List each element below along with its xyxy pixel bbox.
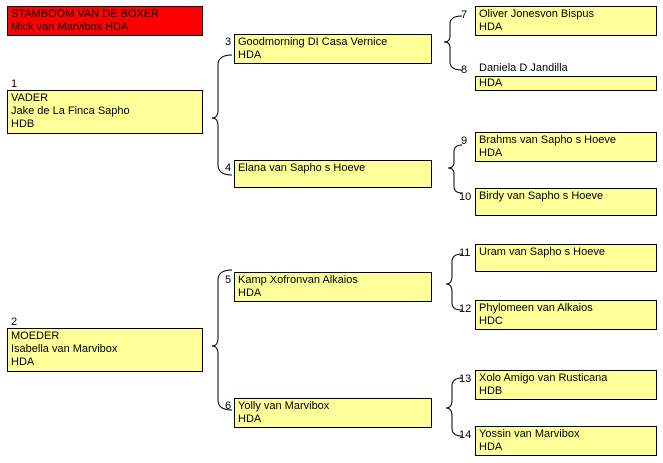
gen2-number: 4	[225, 162, 232, 174]
gen3-box[interactable]: Phylomeen van Alkaios HDC	[475, 300, 657, 330]
gen3-name: Birdy van Sapho s Hoeve	[479, 190, 604, 202]
gen2-name: Elana van Sapho s Hoeve	[238, 162, 366, 174]
gen3-reg: HDA	[479, 441, 503, 453]
gen3-box[interactable]: Yossin van Marvibox HDA	[475, 426, 657, 456]
gen2-reg: HDA	[238, 413, 262, 425]
gen2-box[interactable]: Elana van Sapho s Hoeve	[234, 160, 432, 188]
gen3-box[interactable]: Oliver Jonesvon Bispus HDA	[475, 6, 657, 36]
gen3-name: Phylomeen van Alkaios	[479, 302, 593, 314]
gen2-box[interactable]: Goodmorning DI Casa Vernice HDA	[234, 34, 432, 64]
dam-number: 2	[11, 316, 18, 328]
gen2-name: Goodmorning DI Casa Vernice	[238, 36, 388, 48]
gen2-reg: HDA	[238, 287, 262, 299]
gen3-reg: HDB	[479, 385, 503, 397]
gen3-number: 9	[461, 135, 468, 147]
gen3-number: 11	[459, 247, 471, 259]
gen3-name: Oliver Jonesvon Bispus	[479, 8, 594, 20]
gen2-name: Kamp Xofronvan Alkaios	[238, 274, 358, 286]
gen3-number: 12	[459, 303, 472, 315]
gen3-number: 10	[459, 191, 472, 203]
sire-box[interactable]: VADER Jake de La Finca Sapho HDB	[7, 90, 203, 134]
dam-reg: HDA	[11, 356, 35, 368]
gen3-reg: HDA	[479, 77, 503, 89]
gen3-name-outside: Daniela D Jandilla	[479, 62, 568, 74]
gen3-box[interactable]: Birdy van Sapho s Hoeve	[475, 188, 657, 216]
gen3-box[interactable]: Uram van Sapho s Hoeve	[475, 244, 657, 272]
dam-name: Isabella van Marvibox	[11, 343, 118, 355]
sire-number: 1	[11, 78, 18, 90]
gen2-number: 5	[225, 274, 232, 286]
gen3-name: Xolo Amigo van Rusticana	[479, 372, 608, 384]
gen3-number: 13	[459, 373, 472, 385]
gen2-box[interactable]: Yolly van Marvibox HDA	[234, 398, 432, 428]
sire-role: VADER	[11, 92, 49, 104]
gen3-box[interactable]: Xolo Amigo van Rusticana HDB	[475, 370, 657, 400]
gen3-number: 8	[461, 64, 468, 76]
gen3-name: Uram van Sapho s Hoeve	[479, 246, 605, 258]
gen2-box[interactable]: Kamp Xofronvan Alkaios HDA	[234, 272, 432, 302]
gen2-name: Yolly van Marvibox	[238, 400, 330, 412]
dam-box[interactable]: MOEDER Isabella van Marvibox HDA	[7, 328, 203, 372]
pedigree-title: STAMBOOM VAN DE BOXER Mick van Marvibox …	[7, 6, 203, 36]
gen3-reg: HDC	[479, 315, 503, 327]
gen3-name: Brahms van Sapho s Hoeve	[479, 134, 616, 146]
gen3-number: 7	[461, 9, 468, 21]
gen2-number: 3	[225, 36, 232, 48]
sire-reg: HDB	[11, 118, 35, 130]
title-dog-name: Mick van Marvibox HDA	[11, 21, 129, 33]
gen3-reg: HDA	[479, 147, 503, 159]
gen2-reg: HDA	[238, 49, 262, 61]
gen3-box[interactable]: Brahms van Sapho s Hoeve HDA	[475, 132, 657, 162]
gen3-number: 14	[459, 429, 472, 441]
gen3-box[interactable]: HDA	[475, 76, 657, 91]
sire-name: Jake de La Finca Sapho	[11, 105, 130, 117]
gen3-name: Yossin van Marvibox	[479, 428, 580, 440]
gen2-number: 6	[225, 400, 232, 412]
gen3-reg: HDA	[479, 21, 503, 33]
dam-role: MOEDER	[11, 330, 60, 342]
title-heading: STAMBOOM VAN DE BOXER	[11, 8, 160, 20]
